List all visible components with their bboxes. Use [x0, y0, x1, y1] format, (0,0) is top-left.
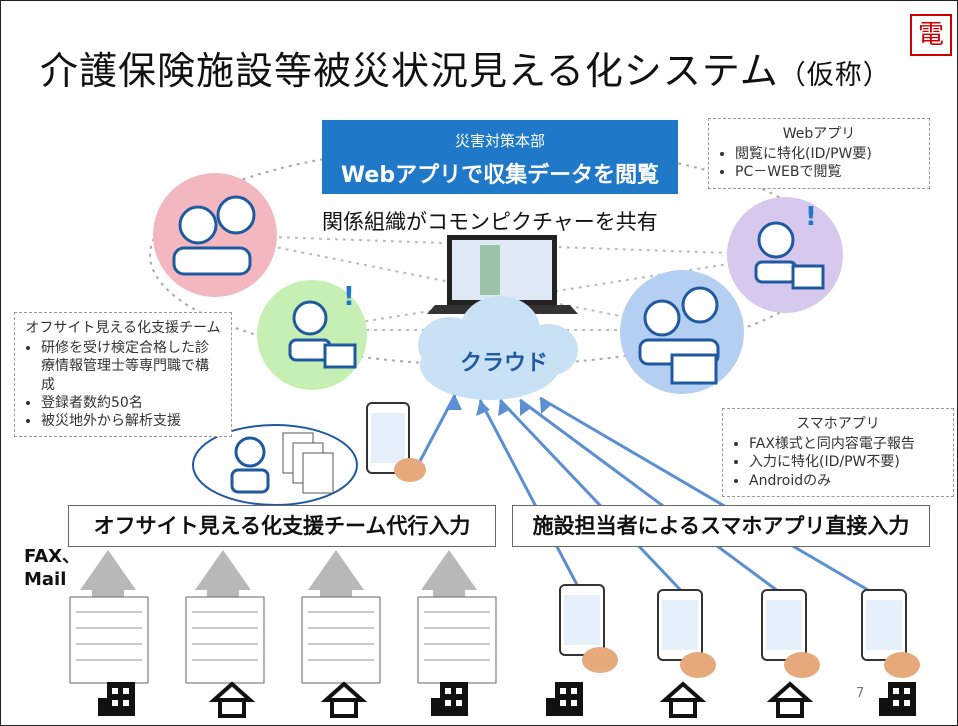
offsite-note-item: 被災地外から解析支援 — [41, 412, 221, 430]
web-note-item: 閲覧に特化(ID/PW要) — [735, 145, 919, 163]
corner-badge: 電 — [910, 14, 952, 56]
mail-label: Mail — [24, 568, 67, 590]
org-circle-top-right: ! — [727, 197, 843, 313]
building-icon — [431, 682, 468, 716]
arrow-heads — [445, 395, 551, 416]
house-icon — [208, 681, 256, 718]
web-note-item: PC－WEBで閲覧 — [735, 163, 919, 181]
page-number: 7 — [856, 686, 865, 701]
building-icon — [98, 682, 135, 716]
cloud-label: クラウド — [460, 351, 549, 376]
exclaim-icon: ! — [343, 282, 355, 312]
page-title: 介護保険施設等被災状況見える化システム（仮称） — [40, 40, 891, 95]
laptop-icon — [427, 235, 578, 314]
hq-box: 災害対策本部 Webアプリで収集データを閲覧 — [322, 120, 678, 194]
org-circle-mid-left: ! — [257, 280, 367, 390]
cloud-icon — [418, 296, 578, 400]
fax-forms — [69, 596, 497, 684]
app-note-item: 入力に特化(ID/PW不要) — [749, 453, 943, 471]
house-icon — [659, 681, 707, 718]
offsite-note-item: 登録者数約50名 — [41, 394, 221, 412]
smartphone-app-note: スマホアプリ FAX様式と同内容電子報告 入力に特化(ID/PW不要) Andr… — [722, 408, 954, 497]
fax-label: FAX、 — [24, 546, 81, 567]
offsite-team-note: オフサイト見える化支援チーム 研修を受け検定合格した診療情報管理士等専門職で構成… — [14, 312, 232, 438]
band-offsite-input: オフサイト見える化支援チーム代行入力 — [68, 505, 496, 547]
facility-phones — [559, 584, 920, 678]
app-note-item: FAX様式と同内容電子報告 — [749, 435, 943, 453]
building-icon — [546, 682, 583, 716]
offsite-team-illustration — [192, 424, 358, 506]
band-app-input: 施設担当者によるスマホアプリ直接入力 — [512, 505, 930, 547]
fax-mail-label: FAX、 Mail — [24, 546, 80, 591]
web-app-note: Webアプリ 閲覧に特化(ID/PW要) PC－WEBで閲覧 — [708, 118, 930, 189]
building-icon — [879, 682, 916, 716]
app-note-item: Androidのみ — [749, 472, 943, 490]
title-sub: （仮称） — [778, 60, 891, 91]
app-note-title: スマホアプリ — [796, 416, 880, 432]
hq-caption: Webアプリで収集データを閲覧 — [340, 163, 660, 188]
offsite-note-title: オフサイト見える化支援チーム — [25, 320, 221, 336]
form-lines — [76, 611, 490, 661]
web-note-title: Webアプリ — [782, 126, 856, 142]
share-label: 関係組織がコモンピクチャーを共有 — [322, 210, 658, 234]
facility-icons — [98, 681, 916, 718]
offsite-note-item: 研修を受け検定合格した診療情報管理士等専門職で構成 — [41, 339, 221, 394]
smartphone-icon — [366, 402, 426, 482]
house-icon — [320, 681, 368, 718]
fax-arrows — [80, 550, 477, 608]
exclaim-icon: ! — [805, 202, 817, 232]
hq-label: 災害対策本部 — [454, 132, 545, 150]
title-main: 介護保険施設等被災状況見える化システム — [40, 49, 779, 93]
org-circle-top-left — [153, 173, 277, 297]
house-icon — [766, 681, 814, 718]
org-circle-mid-right — [620, 270, 744, 394]
